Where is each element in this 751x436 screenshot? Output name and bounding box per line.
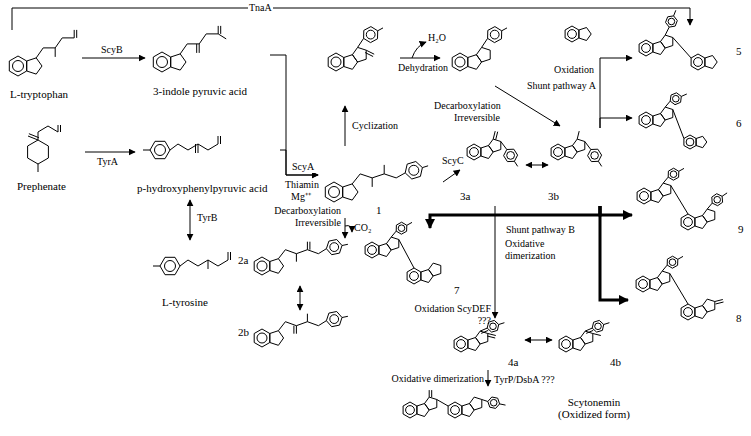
compound-node: Scytonemin (Oxidized form) <box>395 386 635 436</box>
compound-label: Scytonemin (Oxidized form) <box>555 396 633 420</box>
compound-label: p-hydroxyphenylpyruvic acid <box>137 182 267 194</box>
enzyme-label: Oxidation ScyDEF ??? <box>398 303 492 327</box>
reaction-arrow <box>600 206 628 300</box>
annotation-label: CO₂ <box>354 222 371 234</box>
reaction-arrow <box>600 58 632 128</box>
compound-label: 2a <box>238 254 248 266</box>
compound-label: 4a <box>508 356 518 368</box>
compound-label: 3b <box>548 190 559 202</box>
reaction-arrow <box>526 165 548 166</box>
compound-node: L-tryptophan <box>2 30 82 102</box>
compound-node: 8 <box>628 262 748 337</box>
compound-node: 9 <box>632 175 748 247</box>
reaction-arrow <box>85 152 135 153</box>
compound-label: 3a <box>460 190 470 202</box>
reaction-arrow <box>443 170 460 182</box>
annotation-label: Thiamin <box>285 179 319 191</box>
enzyme-label: ScyC <box>441 155 465 167</box>
reaction-arrow <box>345 218 346 238</box>
compound-label: 2b <box>238 326 249 338</box>
reaction-arrow <box>270 55 318 175</box>
compound-label: L-tryptophan <box>10 88 68 100</box>
reaction-arrow <box>600 118 632 128</box>
annotation-label: Oxidative dimerization <box>505 238 593 262</box>
compound-label: 7 <box>454 284 460 296</box>
enzyme-label: Shunt pathway B <box>505 224 576 236</box>
annotation-label: H₂O <box>428 32 446 44</box>
compound-node: Prephenate <box>5 118 85 196</box>
compound-node: 2a <box>238 238 355 286</box>
annotation-label: Decarboxylation Irreversible <box>434 100 500 124</box>
reaction-arrow <box>525 340 552 341</box>
skeletal-structures <box>9 10 727 418</box>
enzyme-label: Decarboxylation Irreversible <box>266 205 342 229</box>
compound-label: 9 <box>738 223 744 235</box>
reaction-arrow <box>82 58 145 59</box>
reaction-arrow <box>280 150 318 175</box>
annotation-label: Cyclization <box>352 120 398 132</box>
enzyme-label: ScyB <box>100 44 124 56</box>
reaction-arrow <box>495 206 496 318</box>
enzyme-label: Oxidation <box>553 64 595 76</box>
compound-node: 2b <box>238 310 355 358</box>
compound-label: 1 <box>376 204 382 216</box>
reaction-arrow <box>12 8 690 30</box>
compound-label: 3-indole pyruvic acid <box>153 85 247 97</box>
enzyme-label: Oxidative dimerization <box>380 373 485 385</box>
annotation-label: TyrP/DsbA ??? <box>494 374 555 386</box>
enzyme-label: TnaA <box>248 2 273 14</box>
compound-label: 4b <box>610 356 621 368</box>
compound-node: 5 <box>632 25 748 87</box>
reaction-arrow <box>190 200 191 240</box>
compound-node: L-tyrosine <box>150 240 235 312</box>
reaction-arrow <box>600 206 632 215</box>
compound-node: 6 <box>632 95 748 157</box>
enzyme-label: TyrB <box>196 212 218 224</box>
compound-node: 3b <box>548 128 614 206</box>
reaction-arrow <box>300 286 301 310</box>
compound-node: 3-indole pyruvic acid <box>145 25 270 97</box>
compound-label: 8 <box>736 312 742 324</box>
annotation-label: Mg⁺⁺ <box>291 191 311 203</box>
compound-label: L-tyrosine <box>162 296 208 308</box>
annotation-label: Dehydration <box>398 62 448 74</box>
reaction-arrow <box>488 370 489 386</box>
compound-node: 4b <box>552 318 622 370</box>
compound-label: 5 <box>736 45 742 57</box>
enzyme-label: TyrA <box>96 156 119 168</box>
compound-label: Prephenate <box>17 180 66 192</box>
compound-node: p-hydroxyphenylpyruvic acid <box>135 120 280 200</box>
enzyme-label: ScyA <box>291 161 315 173</box>
annotation-label: Shunt pathway A <box>527 80 596 92</box>
compound-label: 6 <box>736 117 742 129</box>
compound-node: 3a <box>460 128 526 206</box>
compound-node: 7 <box>360 228 465 300</box>
